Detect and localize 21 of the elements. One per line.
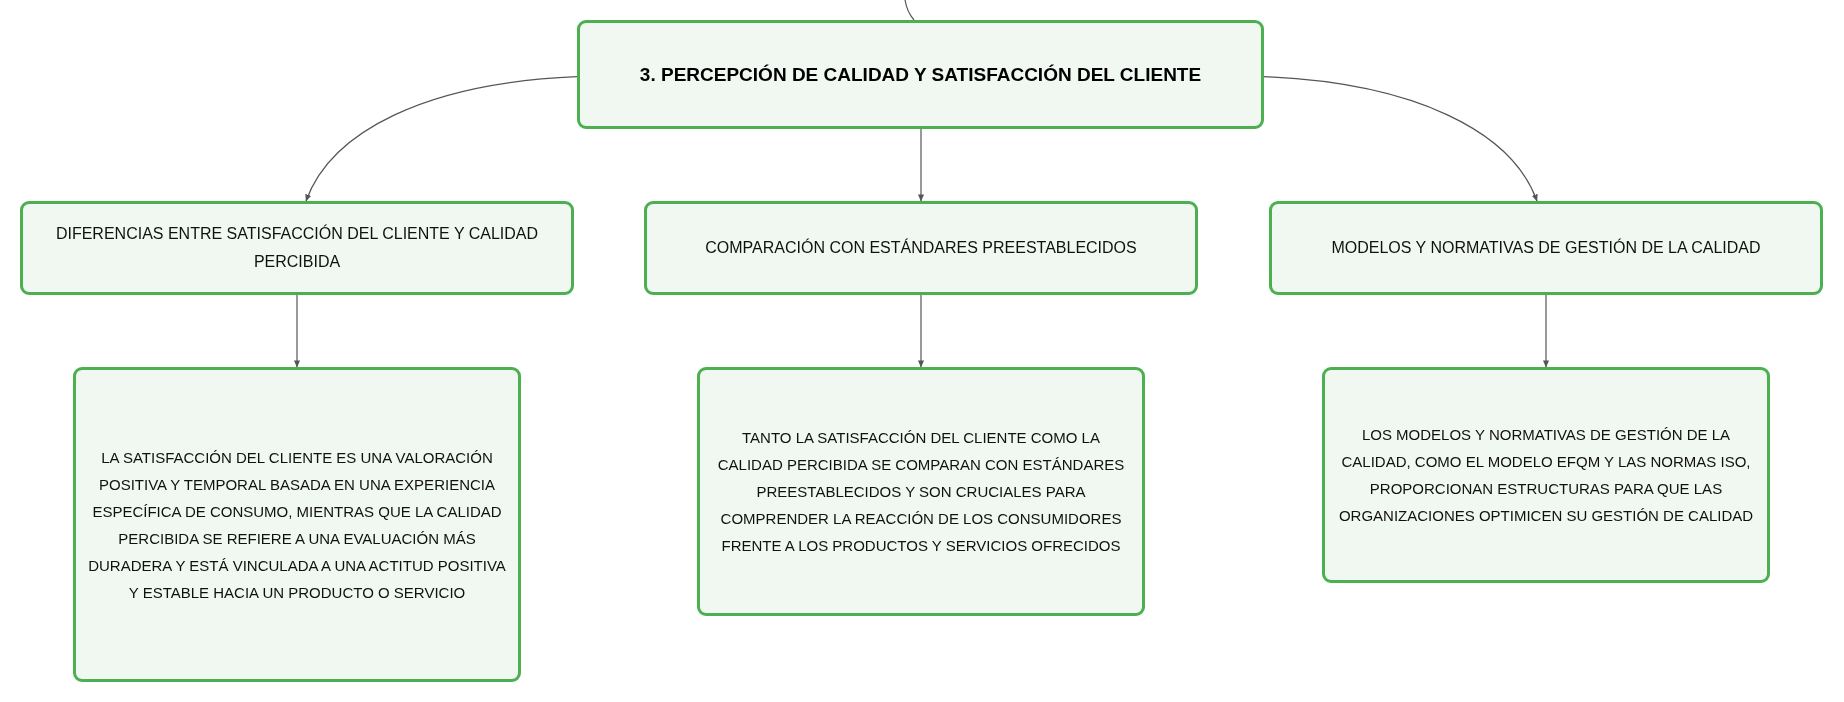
detail-box <box>1322 367 1770 583</box>
detail-box <box>697 367 1145 616</box>
main-topic-title: 3. PERCEPCIÓN DE CALIDAD Y SATISFACCIÓN DEL CLIENTE <box>639 62 1202 87</box>
connector <box>917 128 925 202</box>
detail-box <box>73 367 521 682</box>
subtopic-title: COMPARACIÓN CON ESTÁNDARES PREESTABLECIDOS <box>705 237 1137 258</box>
subtopic-box <box>644 201 1198 295</box>
detail-text: TANTO LA SATISFACCIÓN DEL CLIENTE COMO LA CALIDAD PERCIBIDA SE COMPARAN CON ESTÁNDARES PREESTABLECIDOS Y SON CRUCIALES PARA COMPRENDER LA REACCIÓN DE LOS CONSUMIDORES FRENTE A LOS PRODUCTOS Y SERVICIOS OFRECIDOS <box>716 428 1126 556</box>
connector <box>1542 294 1550 368</box>
connector <box>1263 76 1538 202</box>
connector <box>293 294 301 368</box>
subtopic-box <box>20 201 574 295</box>
subtopic-box <box>1269 201 1823 295</box>
main-topic-box <box>577 20 1264 129</box>
connector <box>917 294 925 368</box>
detail-text: LOS MODELOS Y NORMATIVAS DE GESTIÓN DE LA CALIDAD, COMO EL MODELO EFQM Y LAS NORMAS ISO, PROPORCIONAN ESTRUCTURAS PARA QUE LAS ORGANIZACIONES OPTIMICEN SU GESTIÓN DE CALIDAD <box>1337 425 1755 526</box>
subtopic-title: DIFERENCIAS ENTRE SATISFACCIÓN DEL CLIENTE Y CALIDAD PERCIBIDA <box>54 223 540 272</box>
detail-text: LA SATISFACCIÓN DEL CLIENTE ES UNA VALORACIÓN POSITIVA Y TEMPORAL BASADA EN UNA EXPERIENCIA ESPECÍFICA DE CONSUMO, MIENTRAS QUE LA CALIDAD PERCIBIDA SE REFIERE A UNA EVALUACIÓN MÁS DURADERA Y ESTÁ VINCULADA A UNA ACTITUD POSITIVA Y ESTABLE HACIA UN PRODUCTO O SERVICIO <box>87 447 507 603</box>
subtopic-title: MODELOS Y NORMATIVAS DE GESTIÓN DE LA CALIDAD <box>1331 237 1761 258</box>
connector <box>904 0 915 21</box>
connector <box>305 76 578 202</box>
